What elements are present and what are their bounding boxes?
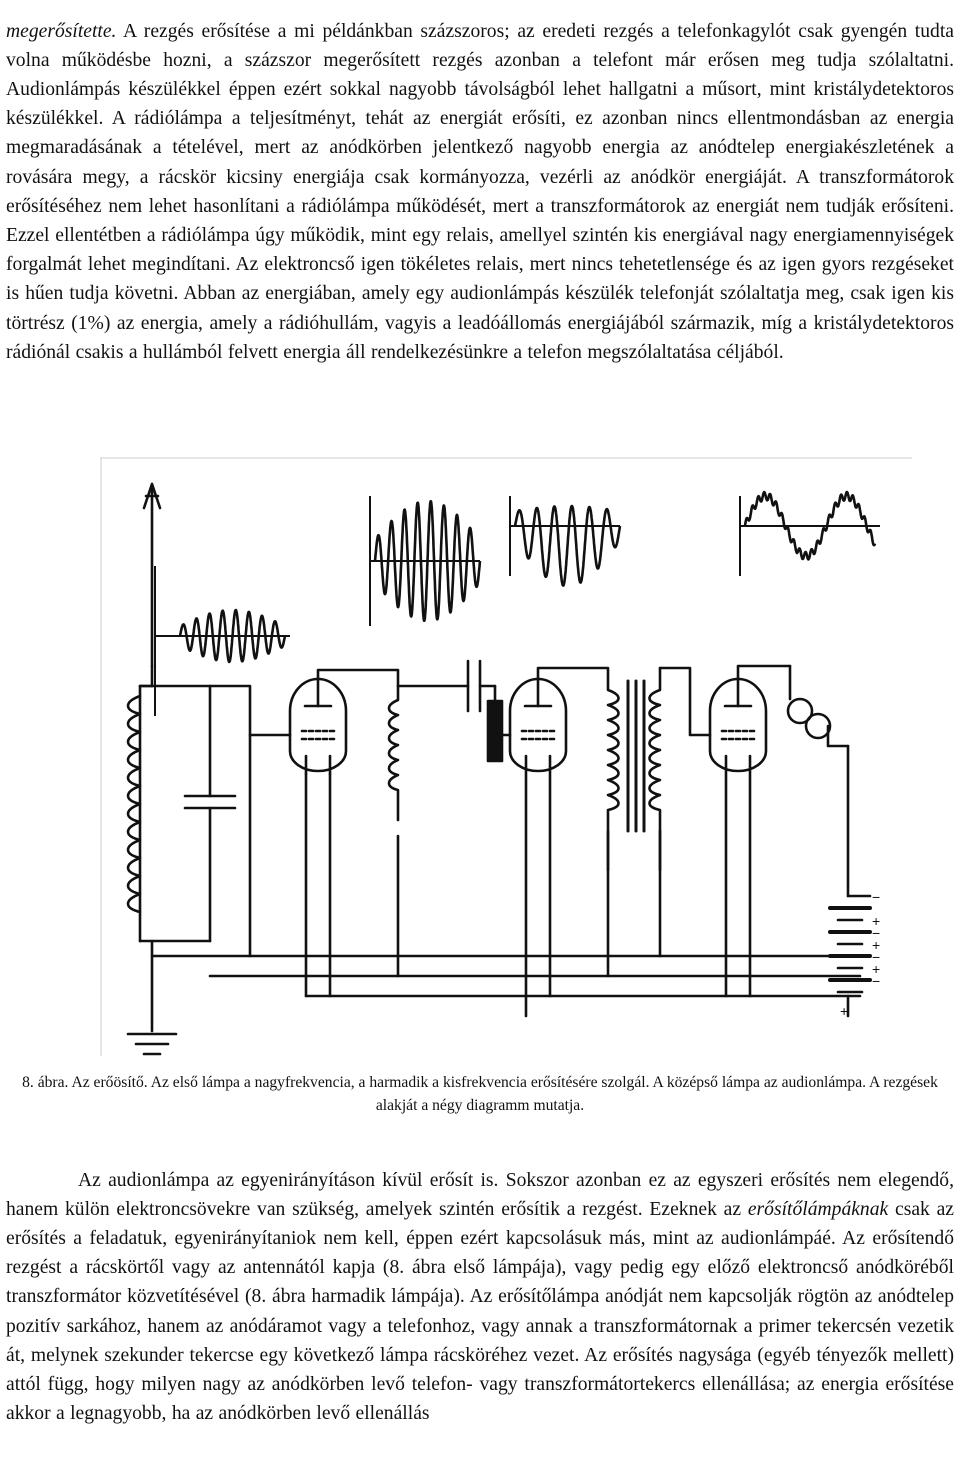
waveform-diagrams — [154, 490, 880, 716]
battery-sign: + — [872, 961, 880, 977]
battery-sign: − — [872, 973, 880, 989]
vacuum-tube-3 — [708, 676, 768, 998]
telephone-headphone — [736, 664, 850, 898]
battery-sign: − — [872, 889, 880, 905]
paragraph-1-text: A rezgés erősítése a mi példánkban százs… — [6, 20, 954, 363]
paragraph-1-lead: megerősítette. — [6, 20, 117, 42]
paragraph-2-term: erősítőlámpáknak — [747, 1198, 889, 1220]
battery-sign: + — [872, 937, 880, 953]
tuning-coil — [126, 664, 154, 943]
anode-coil-1 — [316, 668, 400, 822]
anode-battery — [828, 894, 872, 1018]
figure-caption: 8. ábra. Az erőösítő. Az első lámpa a na… — [22, 1074, 938, 1114]
ground-symbol — [126, 939, 178, 1056]
circuit-schematic — [126, 482, 872, 1056]
paragraph-2-text-a: Az audionlámpa az egyenirányításon kívül… — [6, 1169, 954, 1220]
battery-sign: − — [872, 949, 880, 965]
paragraph-2-text-b: csak az erősítés a feladatuk, egyenirány… — [6, 1198, 955, 1425]
battery-sign: + — [872, 913, 880, 929]
grid-capacitor — [396, 659, 504, 763]
vacuum-tube-1 — [208, 676, 348, 998]
battery-sign-labels: − + − + − + − + — [840, 889, 880, 1019]
battery-sign: + — [840, 1003, 848, 1019]
paragraph-1: megerősítette. A rezgés erősítése a mi p… — [6, 17, 954, 367]
battery-sign: − — [872, 925, 880, 941]
tuning-capacitor — [138, 684, 237, 943]
paragraph-2: Az audionlámpa az egyenirányításon kívül… — [6, 1166, 954, 1429]
transformer — [536, 666, 712, 872]
antenna-symbol — [142, 482, 162, 668]
waveform-4 — [743, 490, 877, 561]
figure-8-amplifier-circuit: − + − + − + − + — [100, 456, 912, 1064]
waveform-3 — [513, 504, 622, 587]
vacuum-tube-2-audion — [493, 676, 568, 998]
supply-bus-lines — [150, 733, 862, 1018]
